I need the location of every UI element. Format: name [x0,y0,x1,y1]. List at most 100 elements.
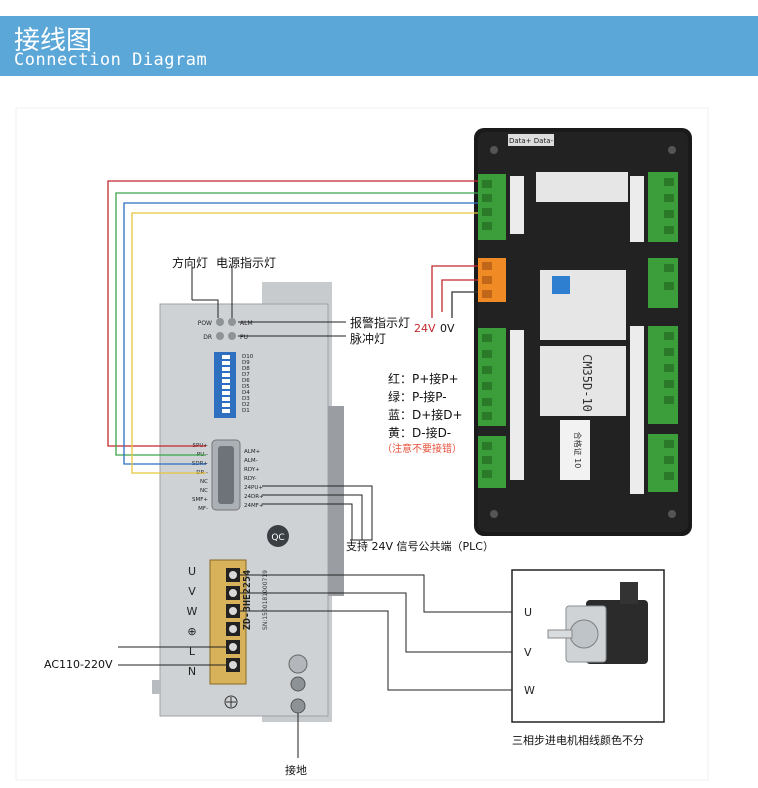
certificate-text: 合格证 10 [573,432,583,469]
color-key-red: 红：P+接P+ [388,372,459,386]
color-key-blue: 蓝：D+接D+ [388,408,463,422]
earth-mark-icon [224,695,238,709]
label-strip [630,176,644,242]
svg-text:D2: D2 [242,402,250,408]
svg-text:D10: D10 [242,354,254,360]
terminal-labels: U V W ⊕ L N [187,565,198,678]
mounting-bracket [328,406,344,596]
wire-red [107,180,478,447]
led-label-pow: POW [198,320,212,327]
svg-text:⊕: ⊕ [187,625,196,638]
ac-input-label: AC110-220V [44,658,113,671]
wire-24v [431,265,478,318]
wire-24v-b [441,279,478,312]
svg-text:D1: D1 [242,408,250,414]
svg-text:RDY-: RDY- [244,476,256,482]
svg-text:W: W [524,684,535,697]
svg-text:D3: D3 [242,396,250,402]
ground-screw-icon [290,676,306,692]
svg-text:V: V [524,646,532,659]
motor-caption: 三相步进电机相线颜色不分 [512,734,644,747]
power-0v-label: 0V [440,322,455,335]
label-strip [510,330,524,480]
svg-text:NC: NC [200,479,208,485]
ground-symbol-icon [288,654,308,674]
data-tag-text: Data+ Data- [509,137,554,145]
svg-text:RDY+: RDY+ [244,467,260,473]
certificate-label [560,420,590,480]
led-label-dr: DR [203,334,212,341]
svg-text:D6: D6 [242,378,250,384]
driver-unit: POW DR ALM PU D10 D9 D8 D7 D6 D5 D4 D3 D… [152,282,344,722]
screw-icon [668,510,676,518]
plc-note: 支持 24V 信号公共端（PLC） [346,540,494,553]
dr-led-icon [216,332,224,340]
screw-icon [490,146,498,154]
pu-led-icon [228,332,236,340]
data-tag [508,134,554,146]
controller-unit: Data+ Data- [474,128,692,536]
page-subtitle: Connection Diagram [14,50,208,70]
alarm-led-label: 报警指示灯 [350,316,411,330]
header-banner: 接线图 Connection Diagram [0,16,758,76]
brand-logo-icon [552,276,570,294]
svg-text:D8: D8 [242,366,250,372]
wire-color-key: 红：P+接P+ 绿：P-接P- 蓝：D+接D+ 黄：D-接D- （注意不要接错） [382,370,468,458]
stepper-motor-icon [547,582,648,664]
qc-sticker [267,525,289,547]
alm-led-icon [228,318,236,326]
motor-phase-labels: U V W [524,606,535,697]
svg-text:MF-: MF- [198,506,208,512]
driver-serial: SN:1500181000719 [262,570,269,630]
svg-text:24DR+: 24DR+ [244,494,264,500]
page-title: 接线图 [14,26,93,56]
wire-blue [123,202,478,465]
right-green-connector-3 [648,326,678,424]
driver-model: ZD-3HE2254 [242,570,253,630]
power-led-label: 电源指示灯 [216,256,277,270]
label-strip [510,176,524,234]
right-pin-labels: ALM+ ALM- RDY+ RDY- 24PU+ 24DR+ 24MF+ [244,449,264,509]
power-24v-label: 24V [414,322,436,335]
svg-text:D7: D7 [242,372,250,378]
spec-label-3 [540,346,626,416]
led-label-alm: ALM [240,320,253,327]
color-key-warning: （注意不要接错） [382,444,462,455]
svg-text:U: U [524,606,532,619]
svg-text:V: V [188,585,196,598]
dip-labels: D10 D9 D8 D7 D6 D5 D4 D3 D2 D1 [242,354,254,414]
screw-icon [490,510,498,518]
screw-icon [668,146,676,154]
qc-text: QC [271,533,284,543]
svg-text:D4: D4 [242,390,250,396]
label-strip [630,326,644,494]
wire-0v [451,291,478,318]
ground-screw-icon [290,698,306,714]
callout-lines [118,266,520,758]
ground-label: 接地 [285,764,307,777]
led-label-pu: PU [240,334,248,341]
svg-text:D5: D5 [242,384,250,390]
controller-model: CM35D-10 [580,354,594,412]
svg-text:24PU+: 24PU+ [244,485,263,491]
wire-yellow [131,212,478,474]
signal-wires [107,180,478,474]
svg-text:24MF+: 24MF+ [244,503,264,509]
color-key-green: 绿：P-接P- [388,390,447,404]
svg-text:NC: NC [200,488,208,494]
pulse-led-label: 脉冲灯 [350,332,387,346]
wire-green [115,192,478,456]
svg-text:N: N [188,665,196,678]
mounting-foot [152,680,160,694]
direction-led-label: 方向灯 [172,256,209,270]
svg-text:ALM-: ALM- [244,458,258,464]
spec-label [536,172,628,202]
svg-text:U: U [188,565,196,578]
pow-led-icon [216,318,224,326]
svg-text:W: W [187,605,198,618]
color-key-yellow: 黄：D-接D- [388,426,452,440]
svg-text:SMF+: SMF+ [192,497,208,503]
svg-text:ALM+: ALM+ [244,449,261,455]
svg-text:L: L [189,645,196,658]
